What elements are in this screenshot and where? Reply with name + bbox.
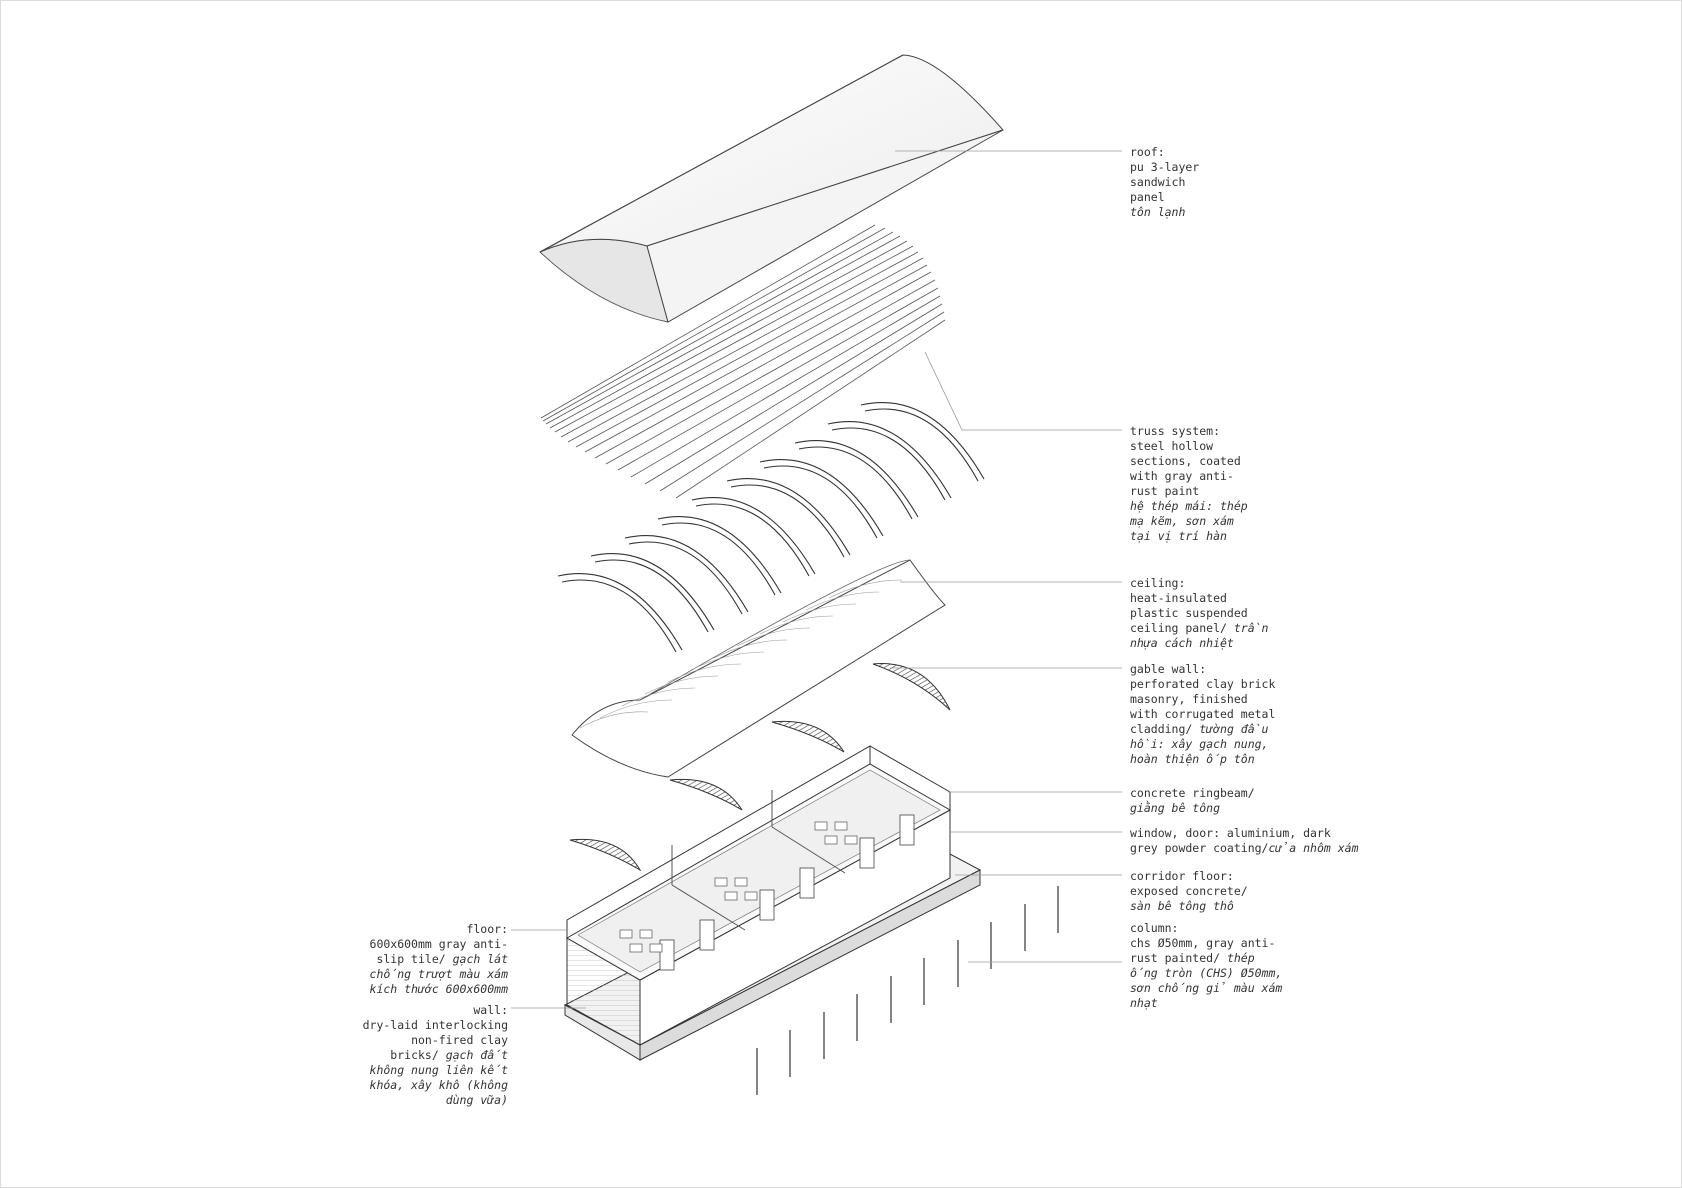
floor-vi: kích thước 600x600mm: [369, 982, 508, 996]
wall-line: non-fired clay: [411, 1033, 508, 1047]
roof-vi: tôn lạnh: [1130, 205, 1186, 219]
label-ringbeam: concrete ringbeam/ giằng bê tông: [1130, 786, 1255, 816]
window-mixed-en: grey powder coating/: [1130, 841, 1269, 855]
gable-line: with corrugated metal: [1130, 707, 1276, 721]
roof-line: panel: [1130, 190, 1165, 204]
column-title: column:: [1130, 921, 1179, 935]
floor-title: floor:: [466, 922, 508, 936]
corridor-vi: sàn bê tông thô: [1130, 899, 1234, 913]
wall-mixed-vi: gạch đất: [445, 1048, 508, 1062]
wall-title: wall:: [473, 1003, 508, 1017]
corridor-line: exposed concrete/: [1130, 884, 1248, 898]
truss-title: truss system:: [1130, 424, 1221, 438]
column-mixed-en: rust painted/: [1130, 951, 1227, 965]
classroom-block: [563, 745, 982, 1061]
floor-mixed-en: slip tile/: [376, 952, 453, 966]
ceiling-panel: [571, 559, 946, 778]
column-mixed-vi: thép: [1226, 951, 1255, 965]
roof-line: sandwich: [1130, 175, 1186, 189]
label-ceiling: ceiling: heat-insulated plastic suspende…: [1130, 576, 1268, 651]
truss-line: sections, coated: [1130, 454, 1241, 468]
ceiling-mixed-vi: trần: [1233, 621, 1269, 635]
gable-title: gable wall:: [1130, 662, 1207, 676]
label-column: column: chs Ø50mm, gray anti- rust paint…: [1130, 921, 1282, 1011]
gable-vi: hồi: xây gạch nung,: [1130, 737, 1269, 751]
label-gable-wall: gable wall: perforated clay brick masonr…: [1130, 662, 1275, 767]
wall-vi: dùng vữa): [445, 1093, 508, 1107]
gable-mixed-vi: tường đầu: [1199, 722, 1269, 736]
corridor-title: corridor floor:: [1130, 869, 1234, 883]
truss-vi: mạ kẽm, sơn xám: [1130, 514, 1234, 528]
wall-mixed-line: bricks/ gạch đất: [330, 1048, 508, 1063]
gable-walls: [569, 663, 951, 872]
floor-line: 600x600mm gray anti-: [369, 937, 508, 951]
column-vi: nhạt: [1130, 996, 1158, 1010]
wall-line: dry-laid interlocking: [362, 1018, 508, 1032]
label-floor: floor: 600x600mm gray anti- slip tile/ g…: [330, 922, 508, 997]
column-vi: ống tròn (CHS) Ø50mm,: [1130, 966, 1283, 980]
window-title: window, door: aluminium, dark: [1130, 826, 1331, 840]
wall-vi: không nung liên kết: [369, 1063, 508, 1077]
window-mixed-vi: cửa nhôm xám: [1268, 841, 1359, 855]
ringbeam-title: concrete ringbeam/: [1130, 786, 1255, 800]
corridor-columns: [756, 886, 1059, 1095]
purlin-lines: [540, 224, 946, 499]
label-wall: wall: dry-laid interlocking non-fired cl…: [330, 1003, 508, 1108]
label-window-door: window, door: aluminium, dark grey powde…: [1130, 826, 1359, 856]
truss-line: rust paint: [1130, 484, 1200, 498]
ringbeam-vi: giằng bê tông: [1130, 801, 1221, 815]
ceiling-line: heat-insulated: [1130, 591, 1227, 605]
column-mixed-line: rust painted/ thép: [1130, 951, 1282, 966]
label-roof: roof: pu 3-layer sandwich panel tôn lạnh: [1130, 145, 1199, 220]
ceiling-title: ceiling:: [1130, 576, 1186, 590]
gable-vi: hoàn thiện ốp tôn: [1130, 752, 1255, 766]
column-vi: sơn chống gỉ màu xám: [1130, 981, 1283, 995]
ceiling-line: plastic suspended: [1130, 606, 1248, 620]
wall-vi: khóa, xây khô (không: [369, 1078, 508, 1092]
column-line: chs Ø50mm, gray anti-: [1130, 936, 1276, 950]
gable-line: masonry, finished: [1130, 692, 1248, 706]
window-mixed-line: grey powder coating/cửa nhôm xám: [1130, 841, 1359, 856]
roof-line: pu 3-layer: [1130, 160, 1200, 174]
truss-vi: hệ thép mái: thép: [1130, 499, 1248, 513]
truss-line: steel hollow: [1130, 439, 1214, 453]
wall-mixed-en: bricks/: [390, 1048, 446, 1062]
truss-arches: [557, 402, 985, 653]
roof-panel: [539, 54, 1004, 323]
floor-mixed-line: slip tile/ gạch lát: [330, 952, 508, 967]
label-corridor-floor: corridor floor: exposed concrete/ sàn bê…: [1130, 869, 1248, 914]
floor-mixed-vi: gạch lát: [452, 952, 508, 966]
truss-vi: tại vị trí hàn: [1130, 529, 1227, 543]
roof-title: roof:: [1130, 145, 1165, 159]
ceiling-mixed-line: ceiling panel/ trần: [1130, 621, 1268, 636]
gable-mixed-line: cladding/ tường đầu: [1130, 722, 1275, 737]
gable-mixed-en: cladding/: [1130, 722, 1200, 736]
ceiling-vi: nhựa cách nhiệt: [1130, 636, 1234, 650]
truss-line: with gray anti-: [1130, 469, 1234, 483]
ceiling-mixed-en: ceiling panel/: [1130, 621, 1234, 635]
floor-vi: chống trượt màu xám: [369, 967, 508, 981]
leader-lines: [511, 150, 1122, 1009]
label-truss: truss system: steel hollow sections, coa…: [1130, 424, 1248, 544]
gable-line: perforated clay brick: [1130, 677, 1276, 691]
